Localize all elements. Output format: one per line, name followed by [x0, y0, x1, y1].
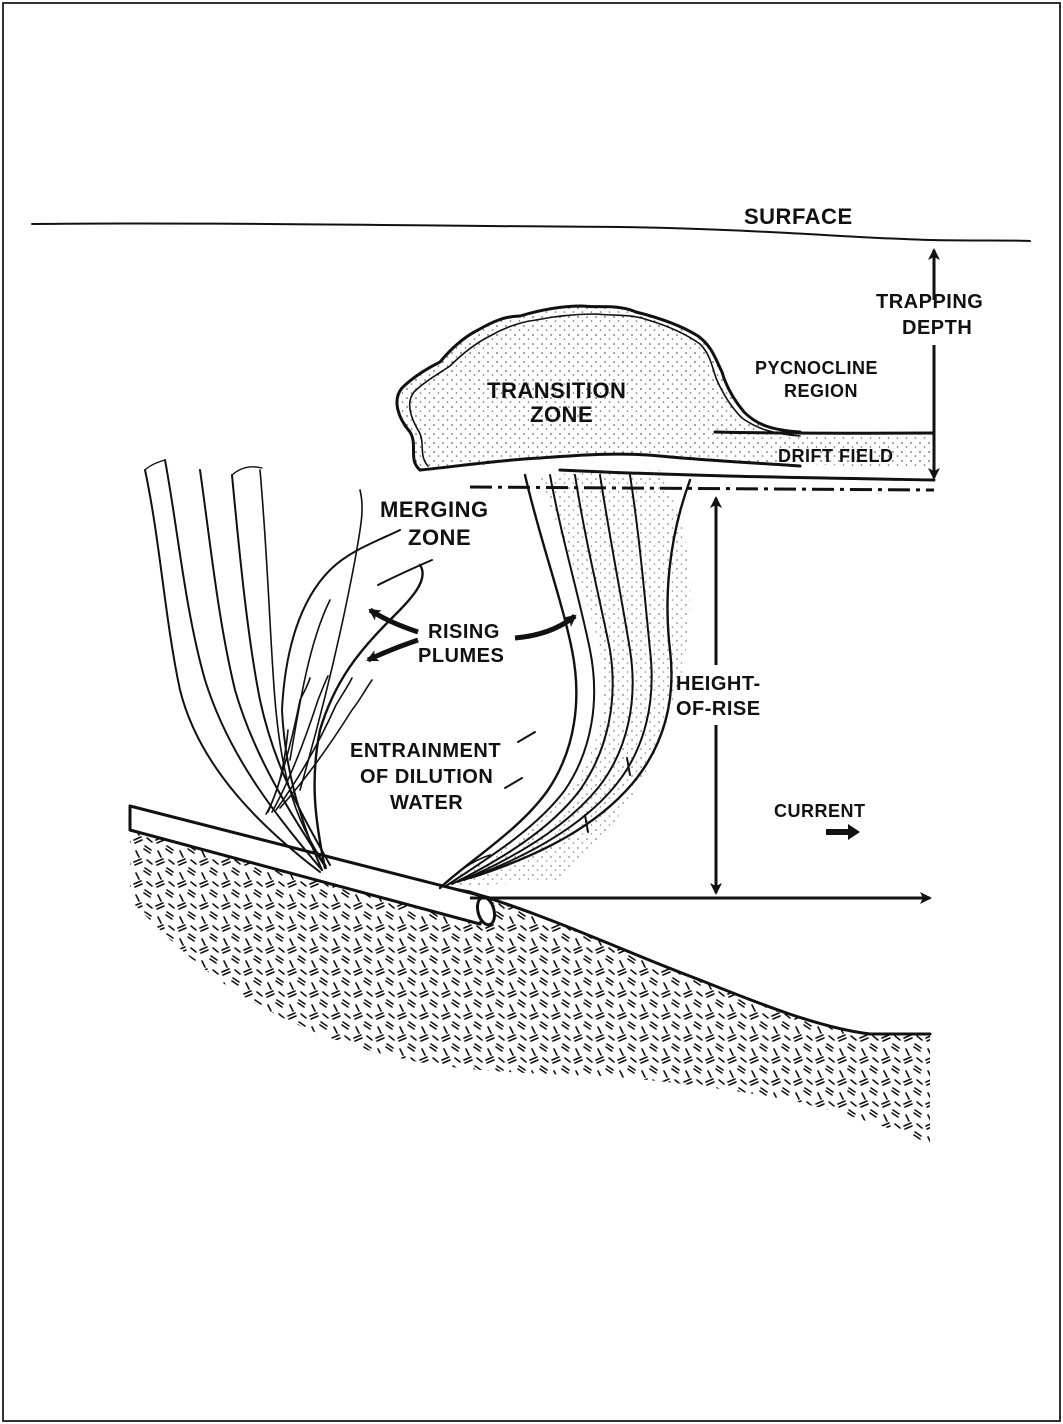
- transition-zone-label-line1: TRANSITION: [487, 378, 626, 403]
- transition-zone-label-line2: ZONE: [530, 402, 593, 427]
- surface-label: SURFACE: [744, 204, 853, 229]
- trapping-depth-label-line1: TRAPPING: [876, 291, 983, 313]
- trapping-depth-label-line2: DEPTH: [902, 317, 972, 339]
- entrainment-label-line1: ENTRAINMENT: [350, 740, 501, 762]
- height-of-rise-label-line2: OF-RISE: [676, 698, 761, 720]
- right-rising-plume: [440, 470, 690, 888]
- trapping-level-line: [470, 487, 934, 490]
- rising-plumes-label-line2: PLUMES: [418, 645, 504, 667]
- entrainment-label-line3: WATER: [390, 792, 463, 814]
- entrainment-label-line2: OF DILUTION: [360, 766, 493, 788]
- page-border: [3, 3, 1060, 1421]
- current-arrow: [826, 824, 860, 840]
- merging-zone-pointer: [378, 560, 432, 585]
- merging-zone-label-line1: MERGING: [380, 497, 489, 522]
- pycnocline-region-label-line2: REGION: [784, 381, 858, 401]
- height-of-rise-label-line1: HEIGHT-: [676, 673, 761, 695]
- current-label: CURRENT: [774, 801, 866, 821]
- drift-field-label: DRIFT FIELD: [778, 446, 894, 466]
- merging-zone-label-line2: ZONE: [408, 525, 471, 550]
- water-surface-line: [32, 223, 1030, 241]
- pycnocline-region-label-line1: PYCNOCLINE: [755, 358, 878, 378]
- rising-plumes-label-line1: RISING: [428, 621, 500, 643]
